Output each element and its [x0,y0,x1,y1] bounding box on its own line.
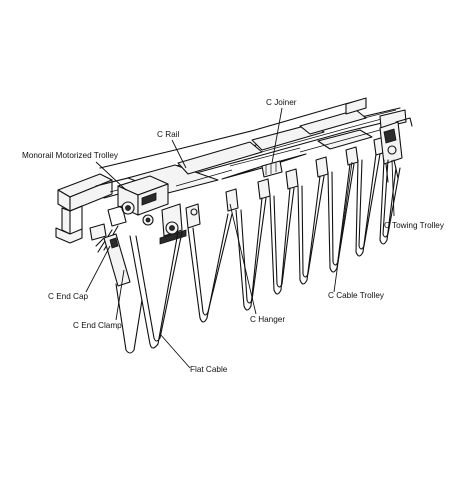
monorail-i-beam [55,173,113,244]
leader-c-rail [171,139,187,169]
label-c-hanger: C Hanger [250,315,286,324]
label-flat-cable: Flat Cable [190,365,228,374]
leader-c-end-clamp [115,269,125,321]
leader-flat-cable [159,333,191,369]
leader-c-hanger [229,203,257,315]
cable-trolleys [185,136,387,229]
c-joiner-part [261,160,283,178]
leader-c-end-cap [85,245,111,293]
label-c-joiner: C Joiner [266,98,297,107]
leader-lines [85,107,395,369]
c-rail-track [95,97,407,199]
label-c-rail: C Rail [157,130,180,139]
label-c-end-cap: C End Cap [48,292,89,301]
label-c-towing-trolley: C Towing Trolley [384,221,444,230]
label-monorail-motorized-trolley: Monorail Motorized Trolley [22,151,119,160]
label-c-cable-trolley: C Cable Trolley [328,291,384,300]
towing-trolley [379,117,413,183]
leader-c-cable-trolley [333,161,353,293]
label-c-end-clamp: C End Clamp [73,321,122,330]
leader-c-towing-trolley [391,159,395,217]
leader-monorail-trolley [95,161,127,191]
motorized-trolley [97,175,187,253]
leader-c-joiner [271,107,283,164]
